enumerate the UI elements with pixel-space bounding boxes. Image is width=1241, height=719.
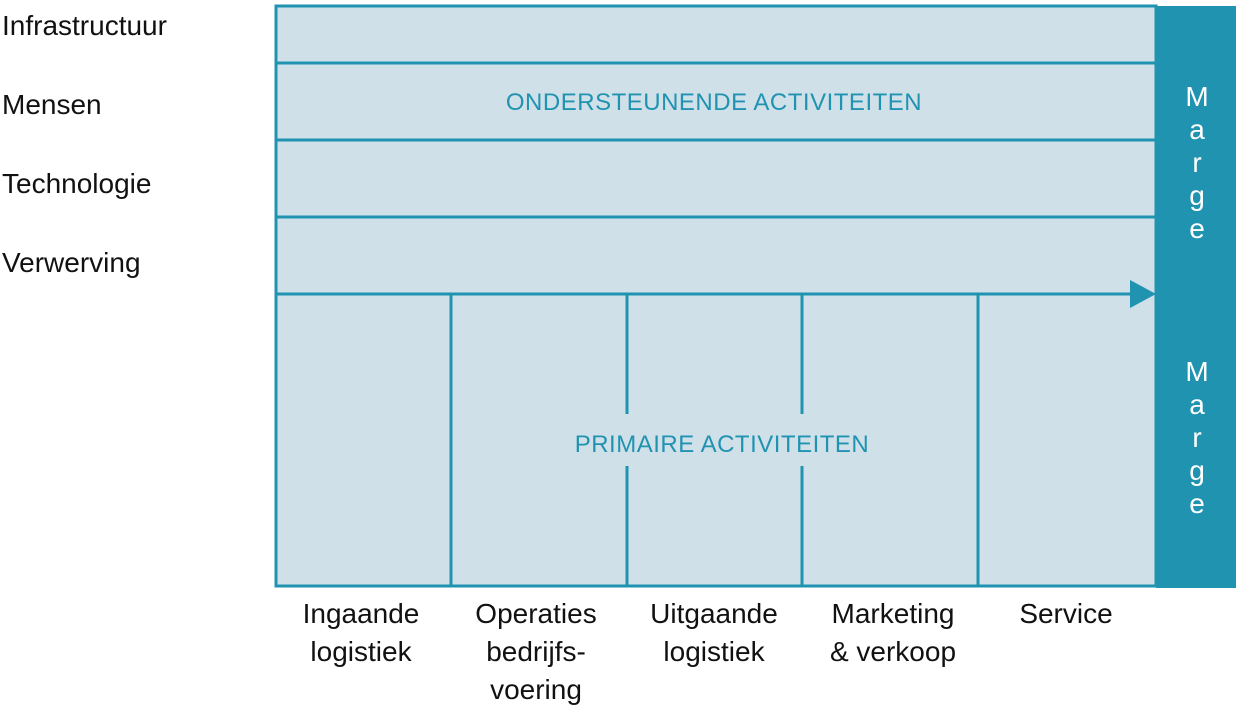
support-row-label: Mensen: [2, 89, 102, 120]
primary-column-label: bedrijfs-: [486, 636, 586, 667]
primary-activities-title: PRIMAIRE ACTIVITEITEN: [575, 431, 870, 458]
primary-column-label: voering: [490, 674, 582, 705]
margin-bar: [1156, 6, 1236, 588]
arrow-head: [1130, 280, 1156, 308]
primary-column-label: Operaties: [475, 598, 596, 629]
primary-column-label: Ingaande: [303, 598, 420, 629]
support-row-label: Verwerving: [2, 247, 141, 278]
support-activities-title: ONDERSTEUNENDE ACTIVITEITEN: [506, 89, 922, 116]
diagram-background: [274, 4, 1158, 588]
support-row-label: Technologie: [2, 168, 151, 199]
primary-column-label: Uitgaande: [650, 598, 778, 629]
primary-column-label: logistiek: [310, 636, 412, 667]
support-row-label: Infrastructuur: [2, 10, 167, 41]
primary-column-label: logistiek: [663, 636, 765, 667]
primary-column-label: Marketing: [832, 598, 955, 629]
primary-column-label: & verkoop: [830, 636, 956, 667]
primary-column-label: Service: [1019, 598, 1112, 629]
